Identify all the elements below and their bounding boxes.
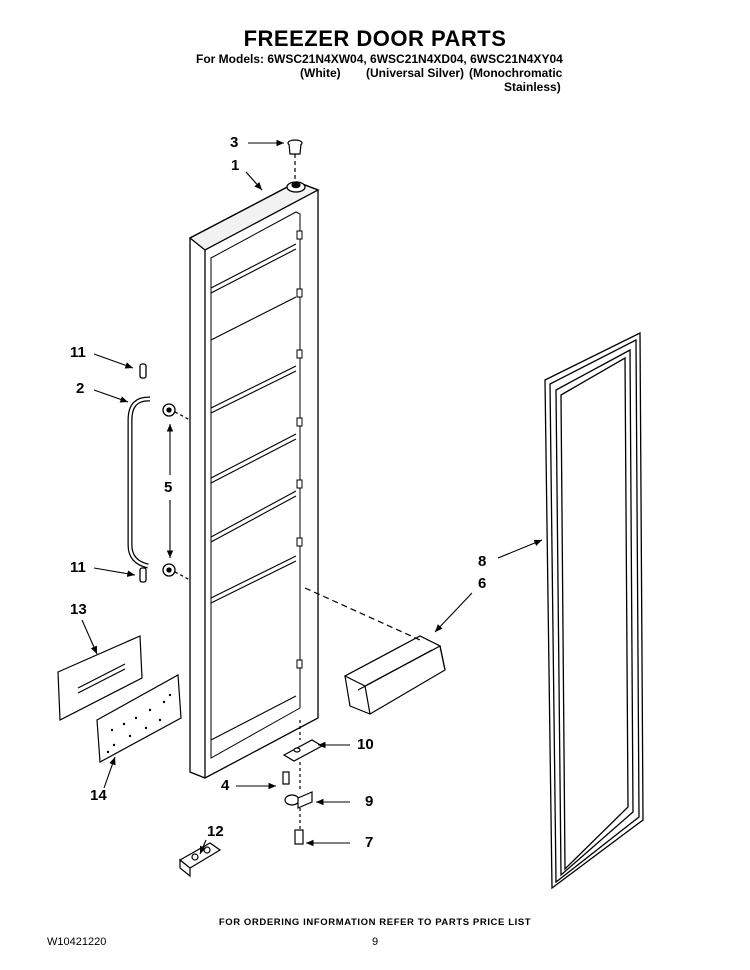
document-number: W10421220 bbox=[47, 936, 107, 948]
trim-plate-part-13 bbox=[57, 635, 143, 721]
callout-1: 1 bbox=[231, 157, 240, 174]
door-bin-part-6 bbox=[304, 587, 446, 715]
control-board-part-14 bbox=[96, 674, 182, 763]
callout-7: 7 bbox=[365, 834, 374, 851]
finish-mono-2: Stainless) bbox=[504, 80, 561, 94]
bottom-hinge-parts bbox=[282, 720, 324, 845]
models-line: For Models: 6WSC21N4XW04, 6WSC21N4XD04, … bbox=[196, 52, 563, 66]
callout-11-bottom: 11 bbox=[70, 559, 86, 576]
callout-9: 9 bbox=[365, 793, 374, 810]
finish-mono-1: (Monochromatic bbox=[469, 66, 563, 80]
page-title: FREEZER DOOR PARTS bbox=[243, 26, 507, 51]
finish-white: (White) bbox=[300, 66, 341, 80]
callout-3: 3 bbox=[230, 134, 239, 151]
callout-11-top: 11 bbox=[70, 344, 86, 361]
callout-2: 2 bbox=[76, 380, 85, 397]
hinge-cover-part-12 bbox=[178, 842, 222, 878]
callout-8: 8 bbox=[478, 553, 487, 570]
callout-10: 10 bbox=[357, 736, 374, 753]
callout-5: 5 bbox=[164, 479, 173, 496]
finish-silver: (Universal Silver) bbox=[366, 66, 465, 80]
hinge-plug-part-3 bbox=[287, 139, 303, 180]
callout-6: 6 bbox=[478, 575, 487, 592]
callout-14: 14 bbox=[90, 787, 107, 804]
page-number: 9 bbox=[371, 936, 379, 948]
door-liner-part-1 bbox=[188, 181, 320, 779]
door-handle-part-2 bbox=[127, 363, 191, 583]
callout-13: 13 bbox=[70, 601, 87, 618]
door-gasket-part-8 bbox=[544, 331, 644, 890]
ordering-note: FOR ORDERING INFORMATION REFER TO PARTS … bbox=[218, 917, 532, 928]
callout-4: 4 bbox=[221, 777, 230, 794]
callout-12: 12 bbox=[207, 823, 224, 840]
callout-leaders bbox=[81, 139, 543, 855]
